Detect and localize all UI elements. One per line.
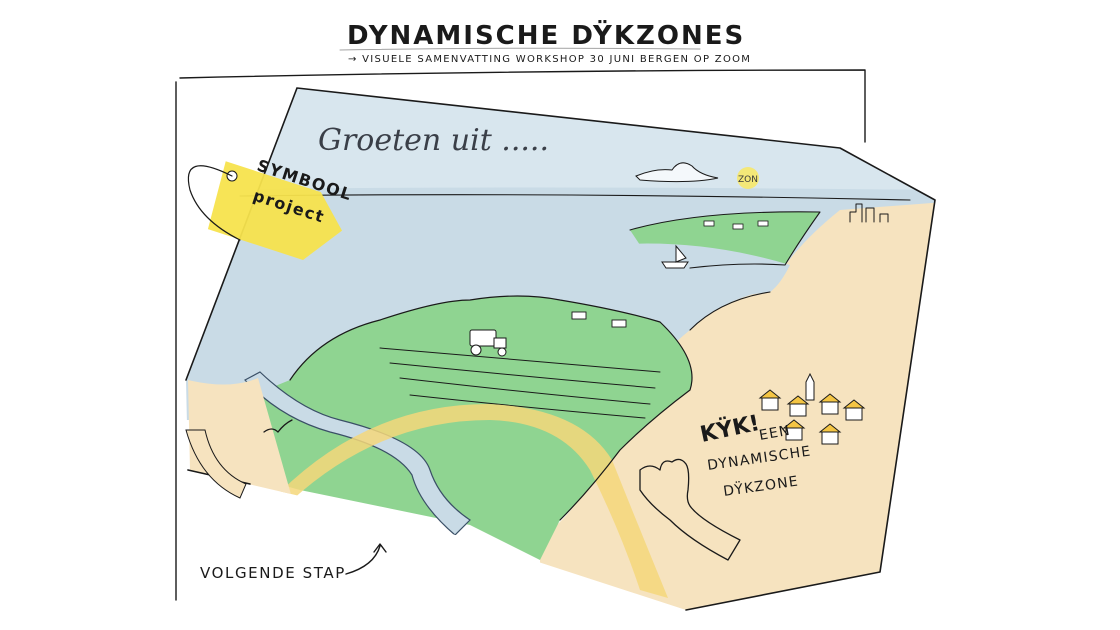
bird-icon [263, 419, 293, 433]
sun-label: ZON [738, 175, 758, 185]
tractor-icon [469, 329, 507, 357]
back-frame [175, 69, 866, 601]
cows-main [571, 311, 627, 328]
cow-icon [571, 311, 587, 320]
sand-area [540, 200, 935, 610]
house-icon [842, 399, 866, 421]
postcard [186, 88, 935, 610]
house-icon [818, 393, 842, 415]
left-breakwater [185, 429, 247, 499]
cloud-icon [635, 162, 719, 183]
cow-icon [703, 220, 715, 227]
arrow-icon [345, 543, 387, 575]
cow-icon [732, 223, 744, 230]
town [758, 372, 866, 445]
sand-coastline [629, 211, 821, 269]
house-icon [782, 419, 806, 441]
sand-edge [689, 291, 771, 331]
coastline [289, 295, 693, 521]
house-icon [818, 423, 842, 445]
main-polder [205, 296, 692, 560]
callout-line-2: EEN [758, 423, 792, 444]
next-step-label: VOLGENDE STAP [200, 564, 346, 582]
greeting-text: Groeten uit ..... [318, 123, 549, 158]
sailboat-icon [661, 244, 689, 269]
cows-upper [703, 220, 769, 230]
channel-water [530, 243, 790, 318]
house-icon [758, 389, 782, 411]
page-subtitle: → VISUELE SAMENVATTING WORKSHOP 30 JUNI … [348, 54, 751, 65]
sun-icon [737, 167, 759, 189]
cow-icon [757, 220, 769, 227]
house-icon [786, 395, 810, 417]
skyline-icon [849, 203, 889, 223]
church-icon [805, 372, 815, 401]
horizon-line [239, 194, 911, 201]
hand-icon [639, 458, 741, 561]
field-stripes [379, 347, 661, 419]
page-title: DYNAMISCHE DŸKZONES [347, 19, 745, 51]
cow-icon [611, 319, 627, 328]
